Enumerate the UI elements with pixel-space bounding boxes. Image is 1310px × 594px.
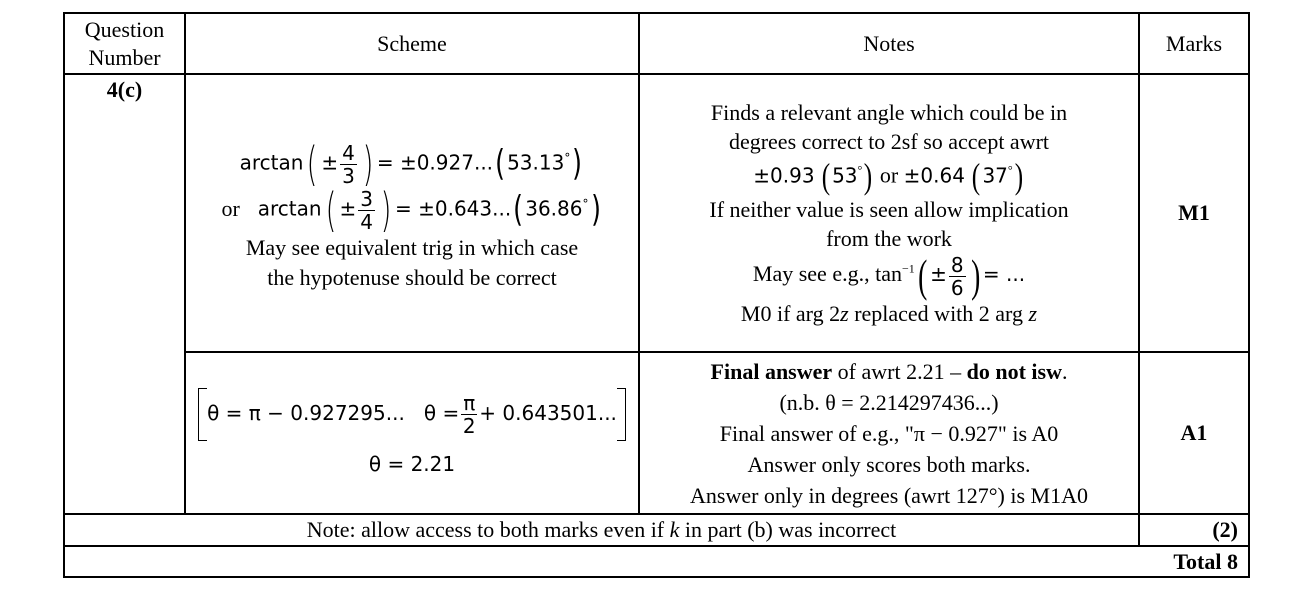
note: from the work — [826, 226, 952, 252]
eq: = ... — [982, 262, 1026, 287]
num: π — [461, 390, 478, 415]
header-notes: Notes — [638, 12, 1140, 75]
t: M0 if arg 2 — [740, 301, 841, 327]
mark-a1: A1 — [1180, 420, 1208, 445]
t: θ = π − 0.927295... — [207, 400, 405, 425]
notes-cell-1: Finds a relevant angle which could be in… — [638, 73, 1140, 353]
header-question-number: Question Number — [63, 12, 186, 75]
t: replaced with 2 arg — [848, 301, 1029, 327]
total: Total 8 — [1173, 548, 1238, 574]
note-row: Note: allow access to both marks even if… — [63, 513, 1140, 547]
marks-cell-2: A1 — [1138, 351, 1250, 515]
pm: ± — [321, 150, 339, 175]
note: degrees correct to 2sf so accept awrt — [728, 128, 1050, 154]
pm: ± — [930, 262, 947, 287]
den: 3 — [342, 163, 355, 188]
header-label: Marks — [1165, 30, 1223, 56]
t: in part (b) was incorrect — [679, 517, 897, 542]
question-number-cell: 4(c) — [63, 73, 186, 515]
header-marks: Marks — [1138, 12, 1250, 75]
note: Finds a relevant angle which could be in — [710, 99, 1068, 125]
part-marks: (2) — [1138, 513, 1250, 547]
t: + 0.643501... — [479, 400, 617, 425]
note: (n.b. θ = 2.214297436...) — [779, 389, 999, 415]
fn: arctan — [239, 150, 304, 175]
mark-m1: M1 — [1178, 200, 1210, 225]
note-m0: M0 if arg 2z replaced with 2 arg z — [741, 299, 1037, 328]
v: 37 — [982, 162, 1008, 187]
marks-cell-1: M1 — [1138, 73, 1250, 353]
fn: arctan — [257, 196, 322, 221]
header-scheme: Scheme — [184, 12, 640, 75]
note-final-answer: Final answer of awrt 2.21 – do not isw. — [711, 356, 1068, 387]
t: . — [1061, 358, 1068, 384]
b: do not isw — [966, 358, 1062, 384]
num: 3 — [358, 186, 376, 211]
v: ±0.93 — [753, 162, 815, 187]
note: Answer only in degrees (awrt 127°) is M1… — [690, 482, 1088, 508]
t: of awrt 2.21 – — [832, 358, 967, 384]
note: Final answer of e.g., "π − 0.927" is A0 — [719, 420, 1059, 446]
t: Note: allow access to both marks even if — [306, 517, 670, 542]
t: May see e.g., tan — [752, 261, 902, 287]
z: z — [840, 301, 849, 327]
z: z — [1028, 301, 1038, 327]
v: 53 — [832, 162, 858, 187]
note-accept-values: ±0.93 (53°) or ±0.64 (37°) — [753, 156, 1023, 197]
den: 2 — [462, 413, 476, 438]
num: 4 — [340, 140, 357, 165]
eq: = ±0.927... — [376, 150, 494, 175]
eq: = ±0.643... — [394, 196, 512, 221]
k: k — [669, 517, 680, 542]
header-label: Question Number — [84, 16, 165, 70]
header-label: Notes — [863, 30, 915, 56]
deg: 53.13 — [507, 150, 565, 175]
sup: −1 — [901, 262, 915, 277]
t: θ = — [423, 400, 460, 425]
or: or — [879, 161, 899, 187]
note: Answer only scores both marks. — [747, 451, 1031, 477]
den: 4 — [360, 209, 374, 234]
v: ±0.64 — [903, 162, 965, 187]
deg-sym: ° — [564, 150, 571, 165]
note-text: Note: allow access to both marks even if… — [307, 515, 897, 545]
deg-sym: ° — [1007, 162, 1013, 177]
note: If neither value is seen allow implicati… — [709, 197, 1069, 223]
den: 6 — [950, 275, 964, 300]
total-row: Total 8 — [63, 545, 1250, 578]
deg-sym: ° — [857, 162, 863, 177]
part-total: (2) — [1212, 517, 1238, 542]
pm: ± — [339, 196, 357, 221]
deg: 36.86 — [525, 196, 583, 221]
or: or — [221, 195, 240, 221]
deg-sym: ° — [582, 196, 589, 211]
num: 8 — [948, 252, 966, 277]
notes-cell-2: Final answer of awrt 2.21 – do not isw. … — [638, 351, 1140, 515]
header-label: Scheme — [377, 30, 447, 56]
b: Final answer — [710, 358, 833, 384]
scheme-text: the hypotenuse should be correct — [267, 265, 557, 290]
scheme-final: θ = 2.21 — [368, 451, 456, 476]
question-number: 4(c) — [106, 77, 143, 102]
scheme-text: May see equivalent trig in which case — [245, 235, 579, 260]
